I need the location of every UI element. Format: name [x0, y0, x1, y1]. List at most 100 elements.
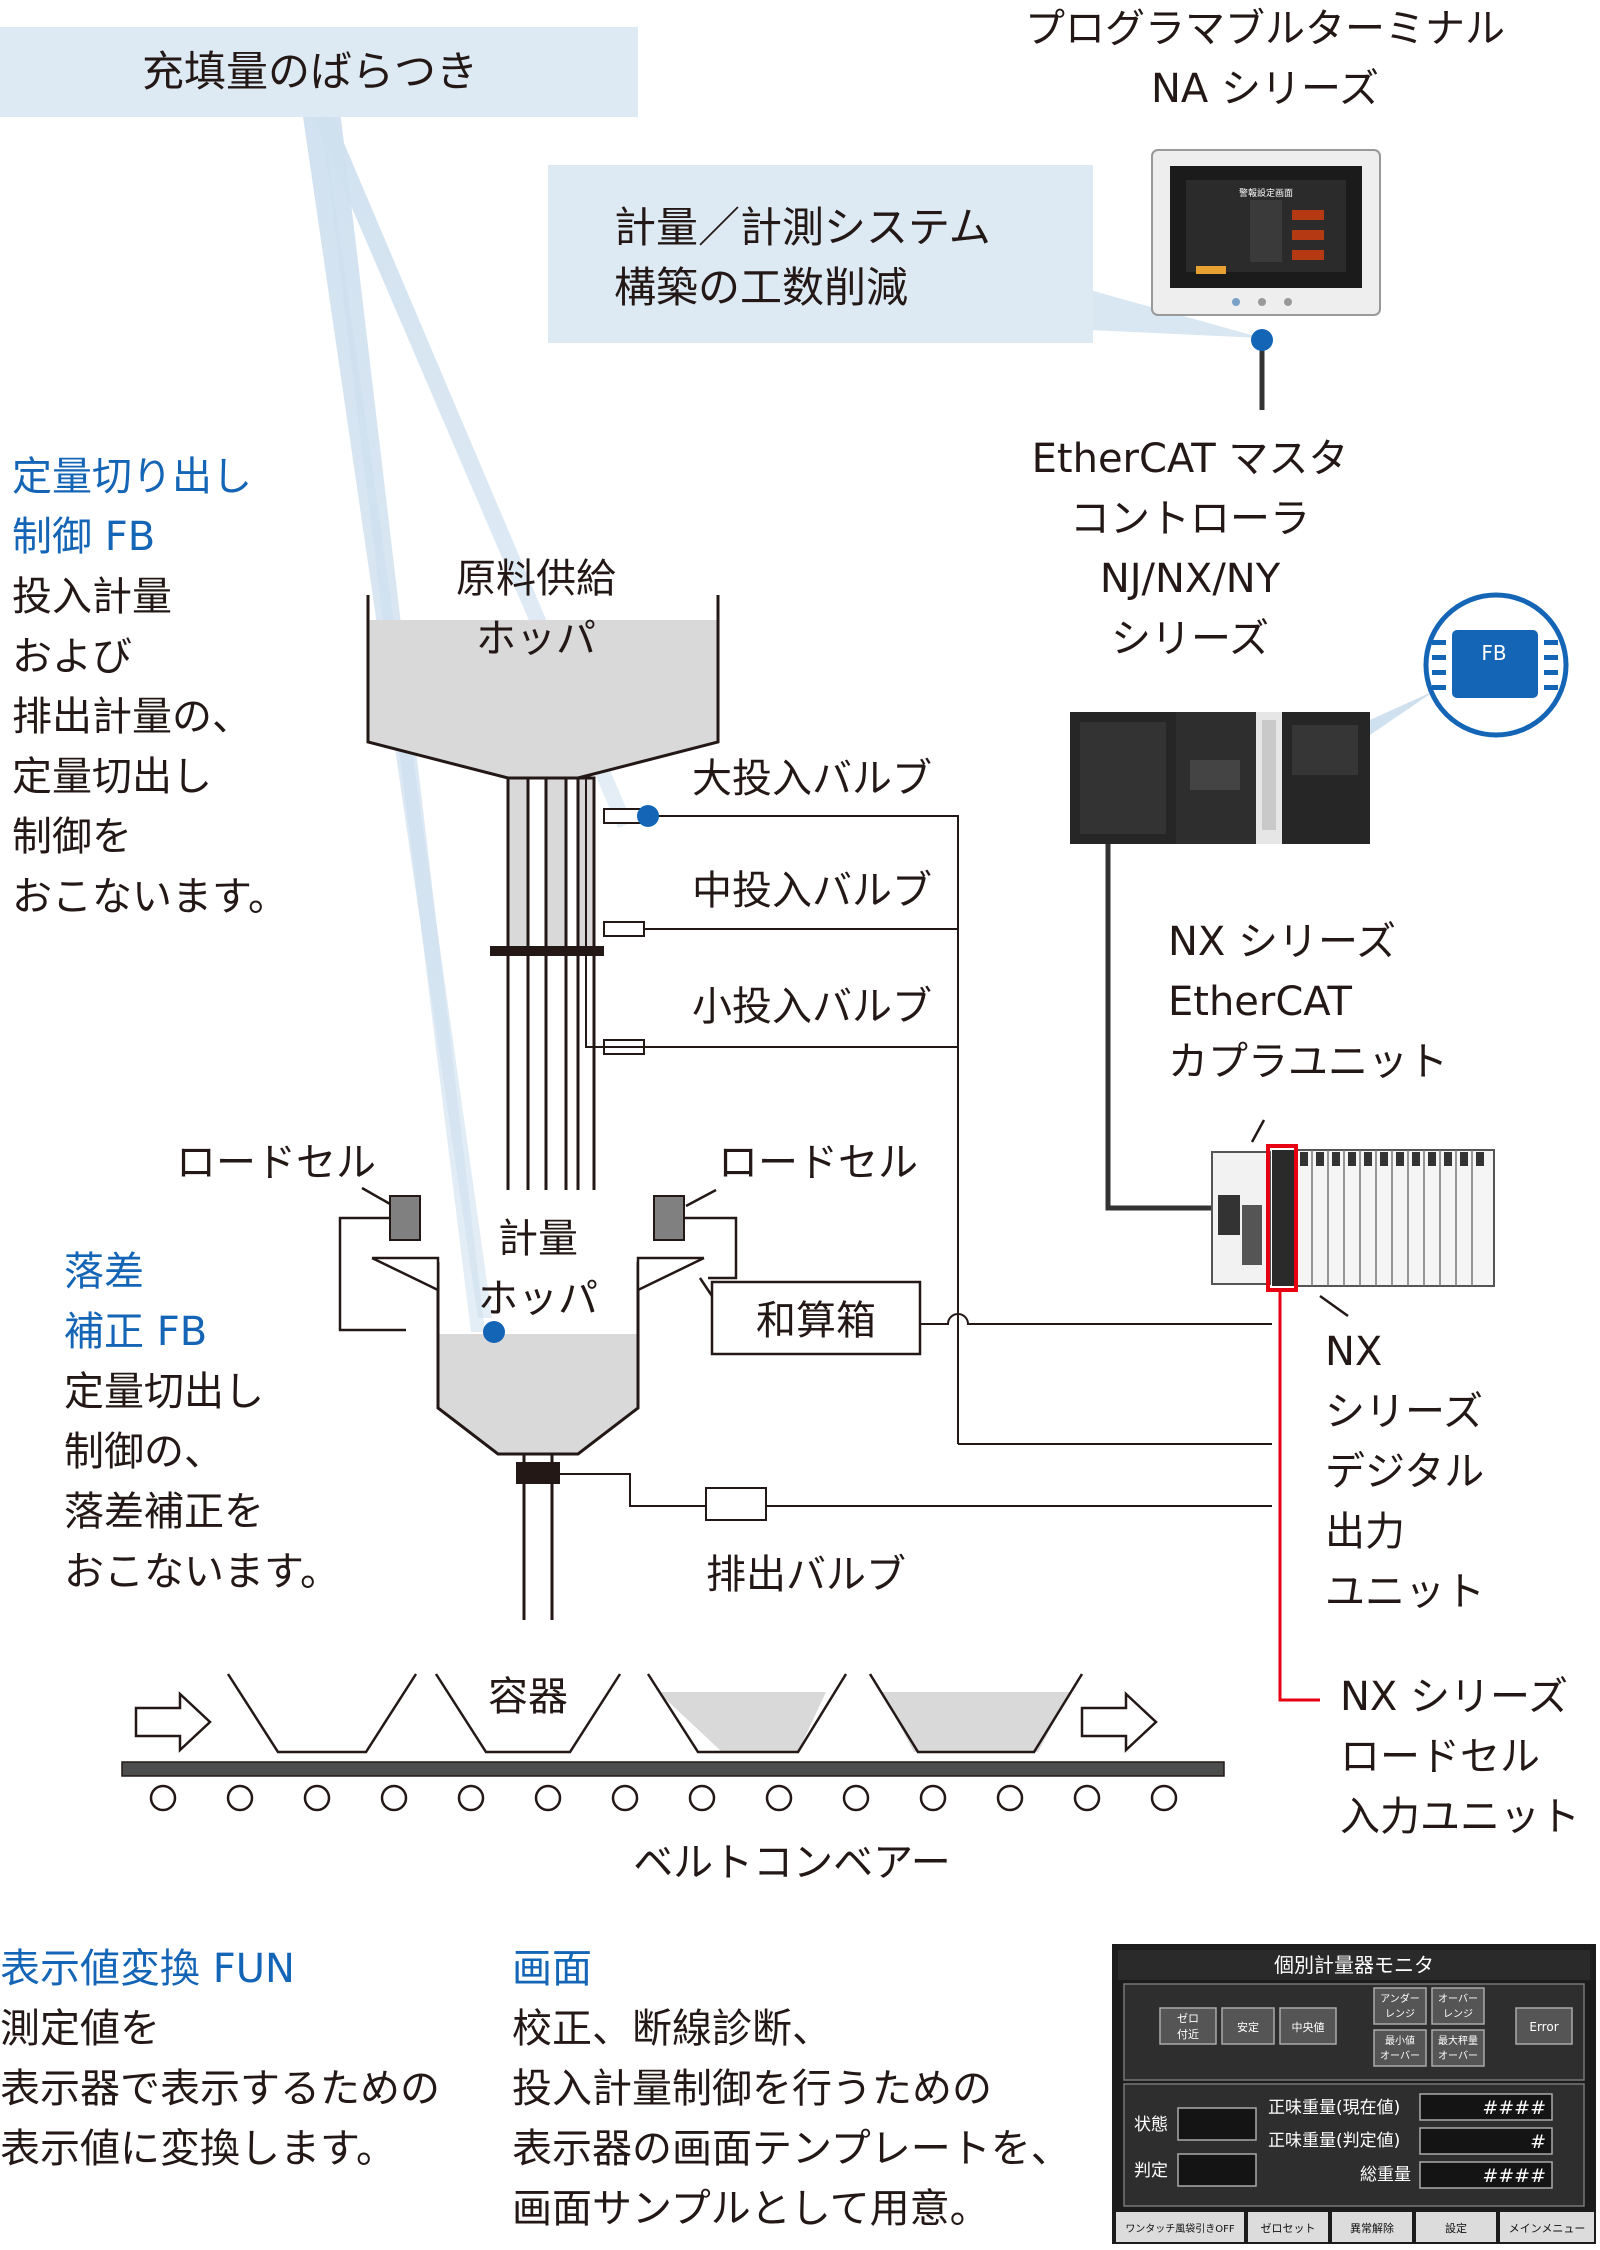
- loadcell-input-label-line3: 入力ユニット: [1340, 1794, 1580, 1840]
- screen-info-title: 画面: [512, 1946, 592, 1992]
- loadcell-input-label-line2: ロードセル: [1340, 1734, 1540, 1780]
- hmi-btn-zero-near-1: ゼロ: [1177, 2012, 1199, 2025]
- discharge-clamp: [516, 1462, 560, 1484]
- coupler-label-line3: カプラユニット: [1168, 1039, 1448, 1085]
- hmi-btn-max-over-1: 最大秤量: [1438, 2034, 1478, 2047]
- fb-drop-title-line1: 落差: [64, 1249, 144, 1295]
- loadcell-input-highlight: [1266, 1144, 1298, 1292]
- variation-callout-box: [0, 27, 638, 117]
- weigh-hopper-label-line2: ホッパ: [478, 1276, 598, 1322]
- summing-box-signal: [920, 1313, 1272, 1325]
- hmi-indicator-buttons: ゼロ 付近 安定 中央値 アンダー レンジ オーバー レンジ 最小値 オーバー …: [1159, 1987, 1573, 2067]
- workload-callout-line1: 計量／計測システム: [614, 203, 991, 252]
- fb-quantity-body-line1: 投入計量: [12, 574, 172, 620]
- loadcell-input-leader: [1278, 1290, 1320, 1702]
- screen-info-body-line3: 表示器の画面テンプレートを、: [512, 2126, 1071, 2172]
- supply-hopper-label-line1: 原料供給: [456, 556, 616, 602]
- feed-valve-clamps: [490, 946, 604, 956]
- digital-out-label-line3: デジタル: [1325, 1449, 1484, 1495]
- terminal-label-line2: NA シリーズ: [1151, 66, 1379, 112]
- controller-label-line4: シリーズ: [1111, 616, 1269, 662]
- workload-callout-line2: 構築の工数削減: [614, 263, 908, 312]
- conveyor-belt: [121, 1761, 1225, 1777]
- hmi-gross-value: ####: [1482, 2165, 1546, 2187]
- digital-out-label-line4: 出力: [1325, 1509, 1405, 1555]
- hmi-btn-error: Error: [1529, 2020, 1558, 2034]
- fb-quantity-body-line5: 制御を: [12, 814, 132, 860]
- coupler-label-line2: EtherCAT: [1168, 979, 1353, 1025]
- valve-large-label: 大投入バルブ: [692, 756, 932, 802]
- digital-out-label-line1: NX: [1325, 1329, 1382, 1375]
- variation-marker: [637, 805, 659, 827]
- digital-out-label-line2: シリーズ: [1325, 1389, 1483, 1435]
- discharge-valve-label: 排出バルブ: [706, 1552, 906, 1598]
- hmi-footer-settings: 設定: [1445, 2221, 1467, 2235]
- hmi-screen-sample: 個別計量器モニタ ゼロ 付近 安定 中央値 アンダー レンジ オーバー レンジ …: [1112, 1944, 1596, 2244]
- coupler-label-line1: NX シリーズ: [1168, 919, 1396, 965]
- fb-quantity-body-line6: おこないます。: [12, 874, 288, 920]
- hmi-btn-center: 中央値: [1292, 2021, 1325, 2034]
- fb-drop-title-line2: 補正 FB: [64, 1309, 207, 1355]
- fb-drop-body-line1: 定量切出し: [64, 1369, 264, 1415]
- summing-box-link: [698, 1277, 714, 1297]
- fb-drop-body-line3: 落差補正を: [64, 1489, 264, 1535]
- screen-info-body-line2: 投入計量制御を行うための: [512, 2066, 992, 2112]
- hmi-status-label: 状態: [1134, 2115, 1168, 2135]
- load-cell-right-label: ロードセル: [718, 1140, 918, 1186]
- feed-pipes: [506, 776, 596, 956]
- variation-callout-text: 充填量のばらつき: [142, 47, 478, 96]
- hmi-btn-max-over-2: オーバー: [1438, 2050, 1478, 2062]
- fb-drop-body-line4: おこないます。: [64, 1549, 340, 1595]
- hmi-footer-buttons: ワンタッチ風袋引きOFF ゼロセット 異常解除 設定 メインメニュー: [1116, 2212, 1594, 2242]
- hmi-btn-zero-near-2: 付近: [1177, 2028, 1199, 2041]
- load-cell-left-pointer: [361, 1186, 391, 1206]
- digital-out-label-line5: ユニット: [1325, 1569, 1485, 1615]
- fb-quantity-body-line4: 定量切出し: [12, 754, 212, 800]
- valve-large-signal: [640, 815, 959, 1444]
- fb-quantity-body-line2: および: [12, 634, 132, 680]
- terminal-screen-title: 警報設定画面: [1239, 187, 1293, 199]
- discharge-valve: [705, 1487, 767, 1521]
- coupler-pointer: [1250, 1119, 1266, 1143]
- hmi-gross-label: 総重量: [1360, 2165, 1411, 2185]
- fb-zoom-badge: FB: [1423, 592, 1569, 738]
- hmi-net-current-label: 正味重量(現在値): [1268, 2098, 1400, 2118]
- hmi-judge-label: 判定: [1134, 2161, 1168, 2181]
- fb-quantity-title-line2: 制御 FB: [12, 514, 155, 560]
- ethercat-cable: [1105, 844, 1218, 1211]
- hmi-btn-stable: 安定: [1237, 2020, 1259, 2034]
- screen-info-body-line1: 校正、断線診断、: [512, 2006, 832, 2052]
- fun-display-body-line3: 表示値に変換します。: [0, 2126, 396, 2172]
- terminal-device: 警報設定画面: [1151, 149, 1381, 316]
- terminal-label-line1: プログラマブルターミナル: [1025, 6, 1505, 52]
- workload-marker: [1251, 329, 1273, 351]
- hmi-footer-tare-off: ワンタッチ風袋引きOFF: [1125, 2222, 1235, 2235]
- weigh-hopper: [436, 1262, 640, 1456]
- loadcell-input-label-line1: NX シリーズ: [1340, 1674, 1568, 1720]
- workload-callout-box: [548, 165, 1093, 343]
- discharge-pipe: [522, 1454, 554, 1620]
- hmi-net-judge-value: #: [1530, 2131, 1546, 2153]
- container-label: 容器: [488, 1674, 568, 1720]
- fun-display-body-line2: 表示器で表示するための: [0, 2066, 440, 2112]
- summing-box: [710, 1280, 922, 1356]
- discharge-valve-link: [560, 1473, 706, 1507]
- controller-label-line2: コントローラ: [1070, 496, 1310, 542]
- valve-small-label: 小投入バルブ: [692, 984, 932, 1030]
- load-cell-left: [338, 1195, 440, 1332]
- controller-device: [1070, 712, 1370, 844]
- digital-out-pointer: [1319, 1294, 1349, 1318]
- weigh-hopper-label-line1: 計量: [498, 1216, 578, 1262]
- hmi-btn-over-1: オーバー: [1438, 1993, 1478, 2005]
- hmi-net-judge-label: 正味重量(判定値): [1268, 2131, 1400, 2151]
- variation-marker-hopper: [483, 1321, 505, 1343]
- fb-quantity-body-line3: 排出計量の、: [12, 694, 252, 740]
- controller-label-line1: EtherCAT マスタ: [1032, 436, 1349, 482]
- nx-unit-rack: [1211, 1149, 1495, 1287]
- hmi-footer-reset-error: 異常解除: [1350, 2221, 1394, 2235]
- valve-mid-label: 中投入バルブ: [692, 868, 932, 914]
- supply-hopper-label-line2: ホッパ: [476, 616, 596, 662]
- screen-info-body-line4: 画面サンプルとして用意。: [512, 2186, 990, 2232]
- containers: [226, 1673, 1084, 1754]
- hmi-btn-min-over-1: 最小値: [1385, 2034, 1415, 2047]
